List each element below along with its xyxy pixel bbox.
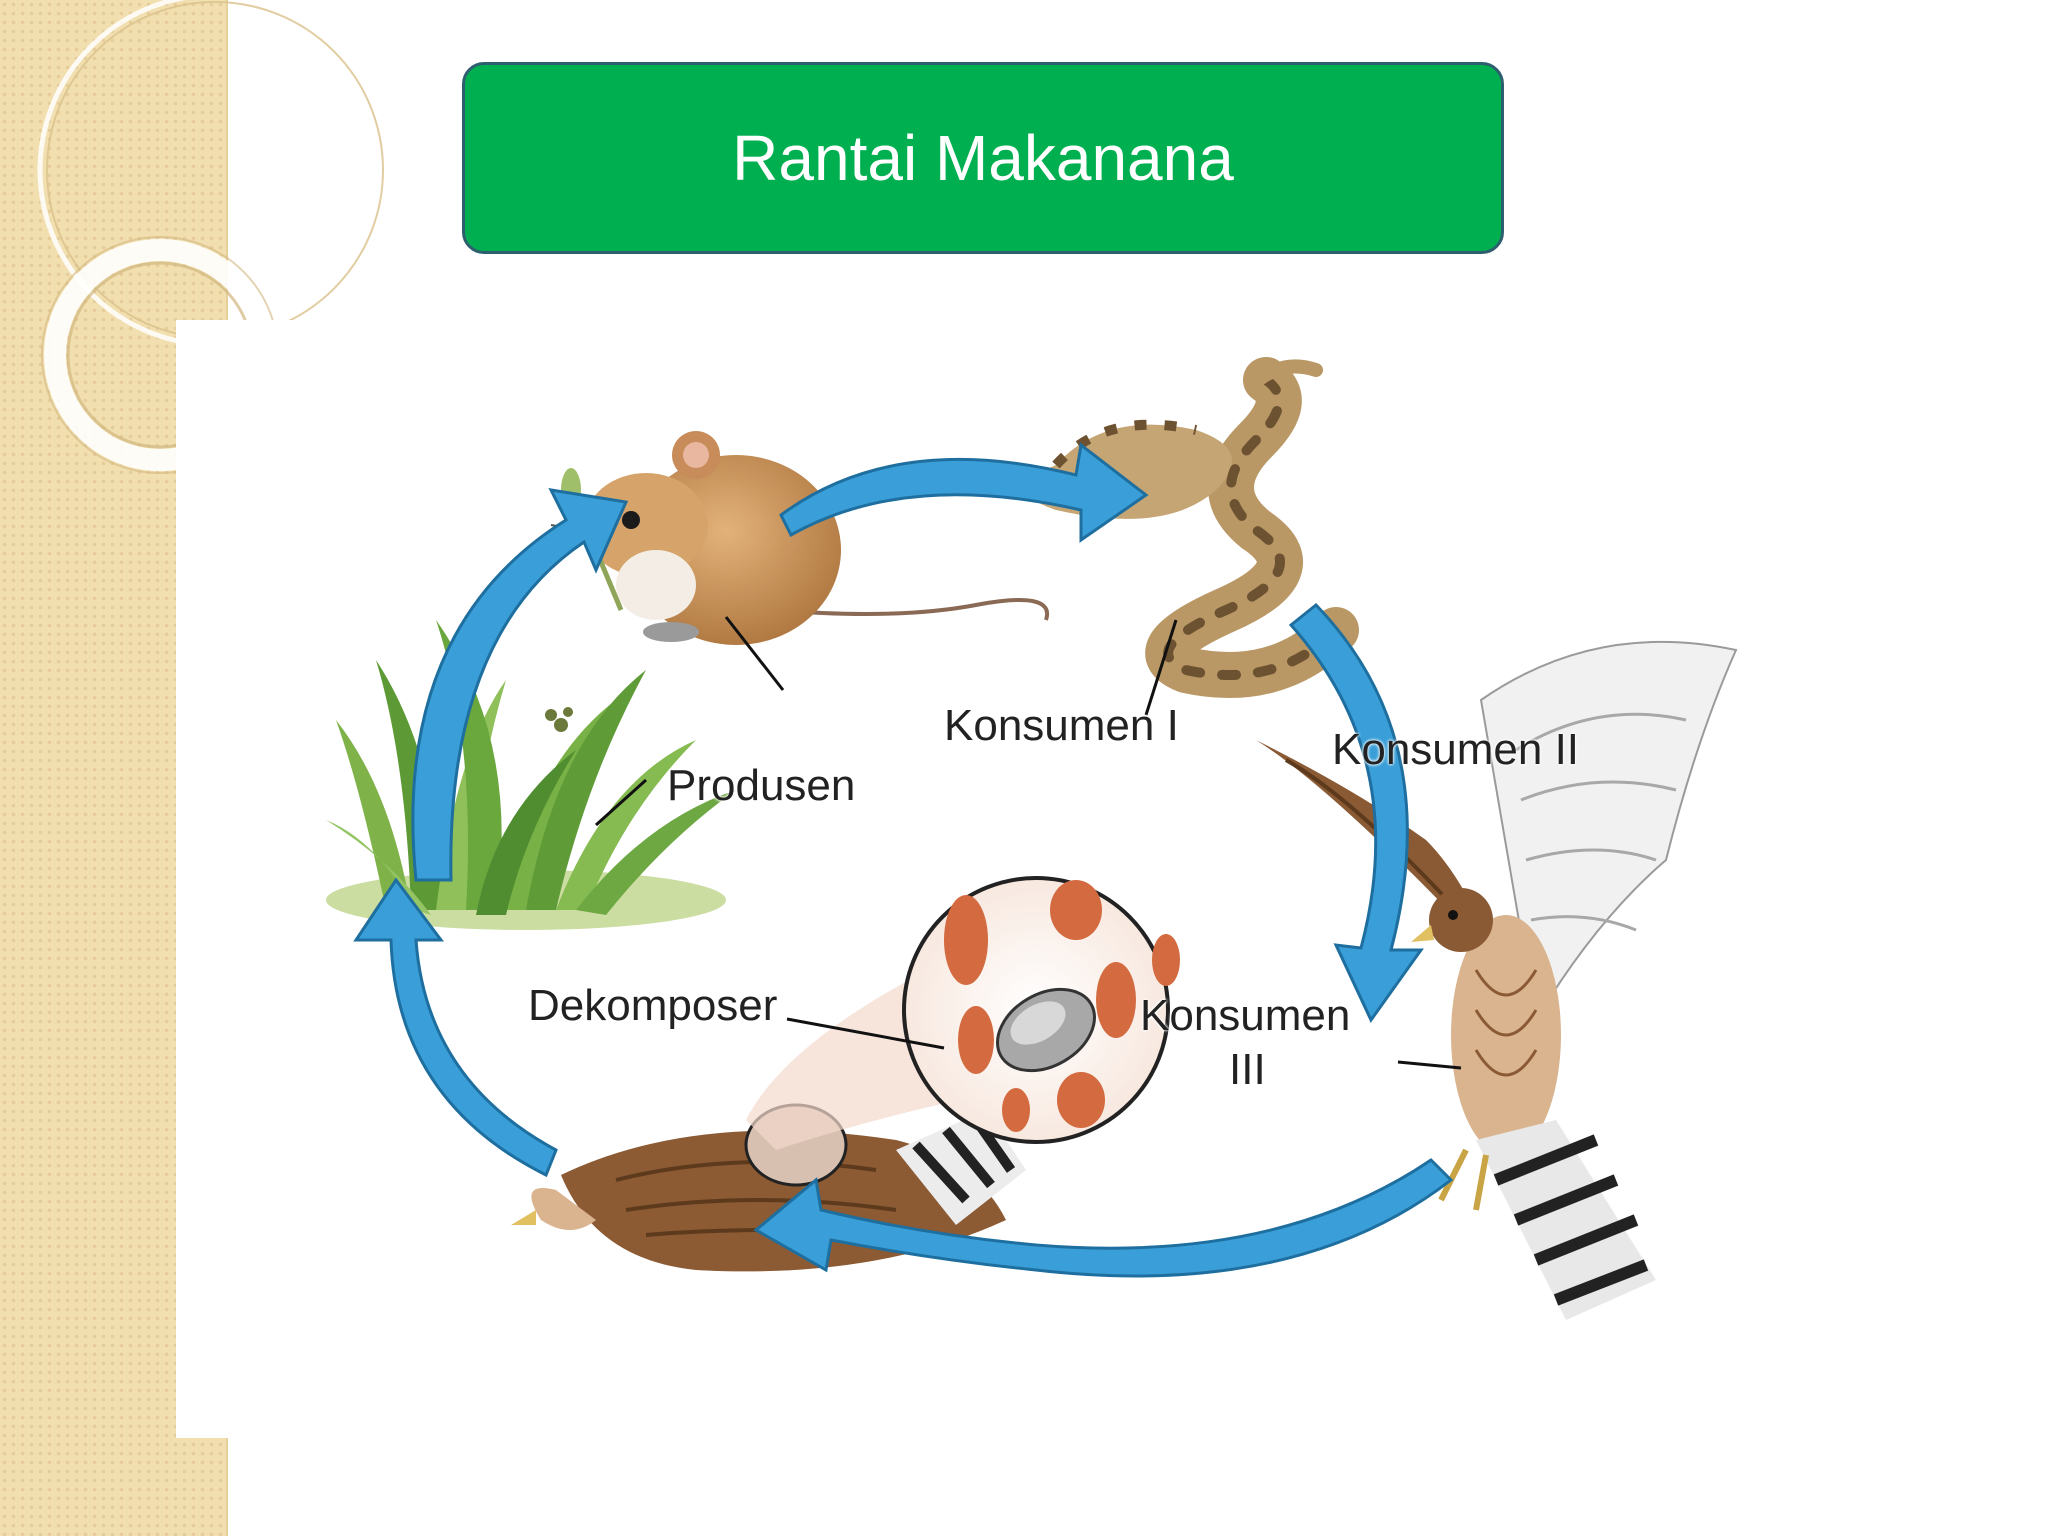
label-leader-lines xyxy=(594,616,1462,1070)
arrow-decomposer-to-producer xyxy=(353,877,558,1178)
label-konsumen-1: Konsumen I xyxy=(944,701,1179,750)
label-konsumen-3-line1: Konsumen xyxy=(1140,991,1351,1040)
label-produsen: Produsen xyxy=(667,761,856,810)
arrow-producer-to-consumer1 xyxy=(411,488,629,882)
slide-title: Rantai Makanana xyxy=(732,122,1234,194)
leader-konsumen-2 xyxy=(1144,619,1178,716)
arrow-consumer2-to-consumer3 xyxy=(1288,602,1424,1023)
title-box: Rantai Makanana xyxy=(462,62,1504,254)
arrow-consumer3-to-decomposer xyxy=(753,1158,1454,1278)
leader-konsumen-3 xyxy=(1397,1060,1462,1070)
label-dekomposer: Dekomposer xyxy=(528,981,778,1030)
mouse-illustration xyxy=(550,431,1050,645)
arrow-consumer1-to-consumer2 xyxy=(779,442,1149,543)
magnifier-circle xyxy=(902,876,1180,1144)
leader-konsumen-1 xyxy=(724,616,785,691)
food-chain-arrows xyxy=(353,442,1454,1278)
label-konsumen-2: Konsumen II xyxy=(1332,725,1580,774)
hawk-illustration xyxy=(1256,640,1738,1320)
leader-produsen xyxy=(594,778,648,827)
snake-illustration xyxy=(1026,357,1359,698)
food-chain-diagram: Produsen Konsumen I Konsumen II Konsumen… xyxy=(176,320,1888,1438)
label-konsumen-3-line2: III xyxy=(1229,1045,1266,1094)
leader-dekomposer xyxy=(786,1017,945,1050)
